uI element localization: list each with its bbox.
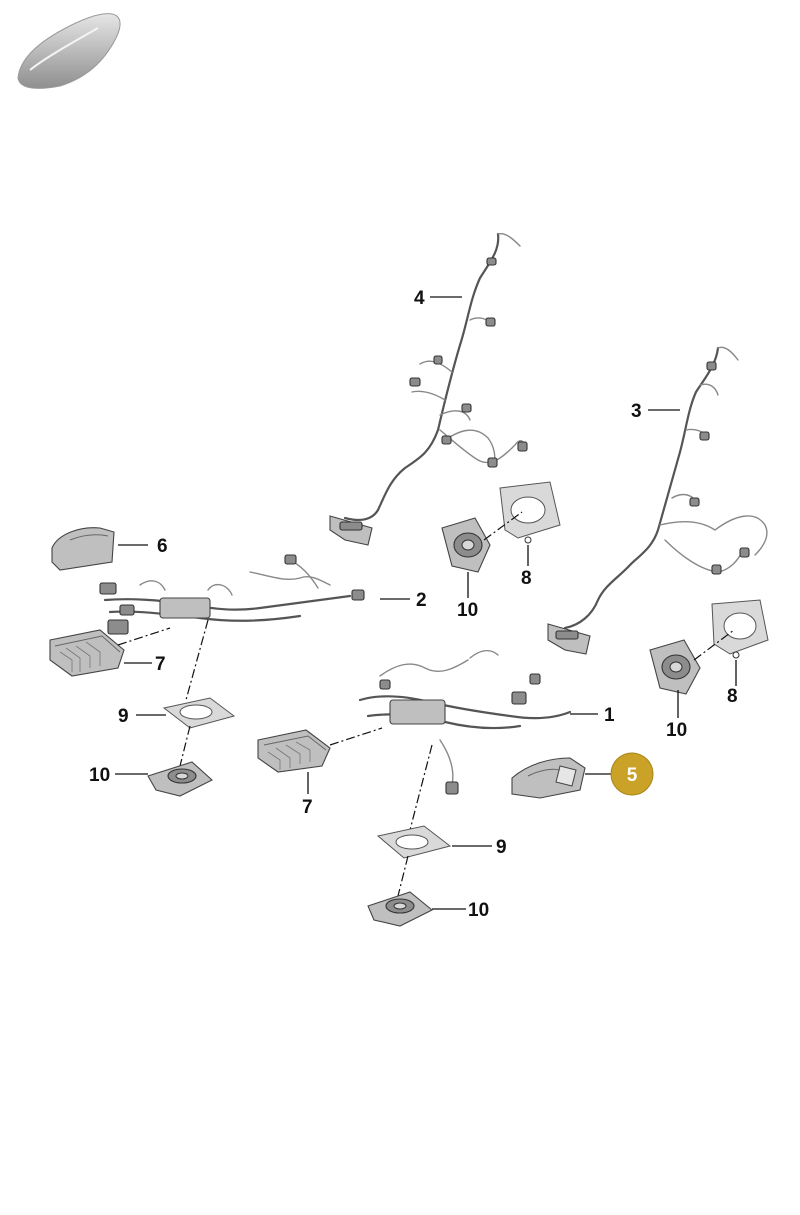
leader-lines <box>115 296 737 910</box>
seat-fan-10-left <box>147 761 213 797</box>
wiring-harness-2 <box>99 554 365 635</box>
callout-7-center[interactable]: 7 <box>302 797 313 818</box>
seat-fan-ring-9-left <box>162 697 236 729</box>
callout-1[interactable]: 1 <box>604 705 615 726</box>
wiring-harness-4 <box>329 232 528 546</box>
callout-3[interactable]: 3 <box>631 401 642 422</box>
seat-fan-10-upper <box>441 517 491 573</box>
wiring-harness-3 <box>547 346 768 655</box>
callout-5[interactable]: 5 <box>627 765 638 786</box>
callout-8-upper[interactable]: 8 <box>521 568 532 589</box>
callout-9-center[interactable]: 9 <box>496 837 507 858</box>
callout-9-left[interactable]: 9 <box>118 706 129 727</box>
callout-5-highlight[interactable]: 5 <box>610 752 654 796</box>
callout-7-left[interactable]: 7 <box>155 654 166 675</box>
callout-8-right[interactable]: 8 <box>727 686 738 707</box>
seat-fan-10-center <box>367 891 434 927</box>
callout-2[interactable]: 2 <box>416 590 427 611</box>
callout-10-center[interactable]: 10 <box>468 900 489 921</box>
callout-10-left[interactable]: 10 <box>89 765 110 786</box>
wiring-harness-1 <box>358 650 572 795</box>
car-silhouette-icon[interactable] <box>17 13 121 89</box>
seat-fan-10-right <box>649 639 701 695</box>
highlight-badge[interactable] <box>610 752 654 796</box>
callout-6[interactable]: 6 <box>157 536 168 557</box>
seat-fan-ring-8-right <box>711 599 769 659</box>
callout-10-right[interactable]: 10 <box>666 720 687 741</box>
heating-mat-7-left <box>49 629 125 677</box>
seat-fan-ring-8-upper <box>499 481 561 544</box>
heating-mat-7-center <box>257 729 331 773</box>
switch-5 <box>511 757 586 799</box>
control-unit-6 <box>51 527 115 571</box>
seat-fan-ring-9-center <box>376 825 452 859</box>
callout-10-upper[interactable]: 10 <box>457 600 478 621</box>
callout-4[interactable]: 4 <box>414 288 425 309</box>
